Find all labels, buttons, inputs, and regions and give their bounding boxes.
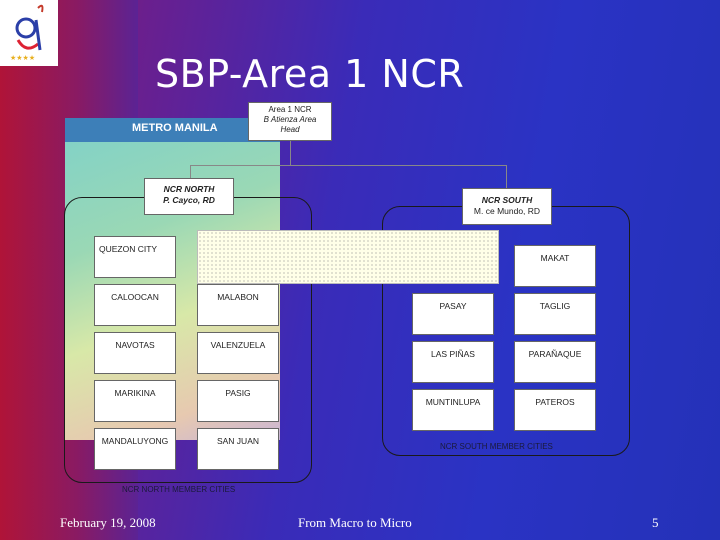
area-head-role: Head [280, 125, 300, 134]
city-box: MANDALUYONG [94, 428, 176, 470]
connector-line [190, 165, 191, 178]
ncr-south-title: NCR SOUTH [481, 195, 533, 205]
connector-line [506, 165, 507, 188]
ncr-north-head: P. Cayco, RD [163, 195, 215, 205]
svg-text:★★★★: ★★★★ [10, 54, 35, 62]
city-box: MARIKINA [94, 380, 176, 422]
logo-icon: ★★★★ [10, 4, 44, 62]
city-box: PASIG [197, 380, 279, 422]
connector-line [290, 141, 291, 165]
city-box: TAGLIG [514, 293, 596, 335]
logo: ★★★★ [0, 0, 58, 66]
connector-line [190, 165, 506, 166]
dotted-overlay [197, 230, 499, 284]
city-box: VALENZUELA [197, 332, 279, 374]
city-box: NAVOTAS [94, 332, 176, 374]
slide-title: SBP-Area 1 NCR [155, 52, 465, 96]
footer-date: February 19, 2008 [60, 515, 156, 530]
map-title: METRO MANILA [132, 122, 218, 134]
city-box: MAKAT [514, 245, 596, 287]
page-number: 5 [652, 515, 659, 530]
ncr-north-title: NCR NORTH [163, 184, 215, 194]
ncr-south-box: NCR SOUTH M. ce Mundo, RD [462, 188, 552, 225]
city-box: QUEZON CITY [94, 236, 176, 278]
city-box: PARAÑAQUE [514, 341, 596, 383]
city-box: CALOOCAN [94, 284, 176, 326]
city-box: LAS PIÑAS [412, 341, 494, 383]
ncr-north-box: NCR NORTH P. Cayco, RD [144, 178, 234, 215]
city-box: MUNTINLUPA [412, 389, 494, 431]
south-group-label: NCR SOUTH MEMBER CITIES [440, 442, 553, 451]
area-head-box: Area 1 NCR B Atienza Area Head [248, 102, 332, 141]
map-header [65, 118, 280, 142]
ncr-south-head: M. ce Mundo, RD [473, 206, 541, 216]
city-box: MALABON [197, 284, 279, 326]
area-head-name: B Atienza Area [263, 115, 317, 124]
city-box: PASAY [412, 293, 494, 335]
footer-center: From Macro to Micro [298, 515, 412, 530]
north-group-label: NCR NORTH MEMBER CITIES [122, 485, 236, 494]
city-box: PATEROS [514, 389, 596, 431]
area-head-line: Area 1 NCR [268, 105, 312, 114]
city-box: SAN JUAN [197, 428, 279, 470]
